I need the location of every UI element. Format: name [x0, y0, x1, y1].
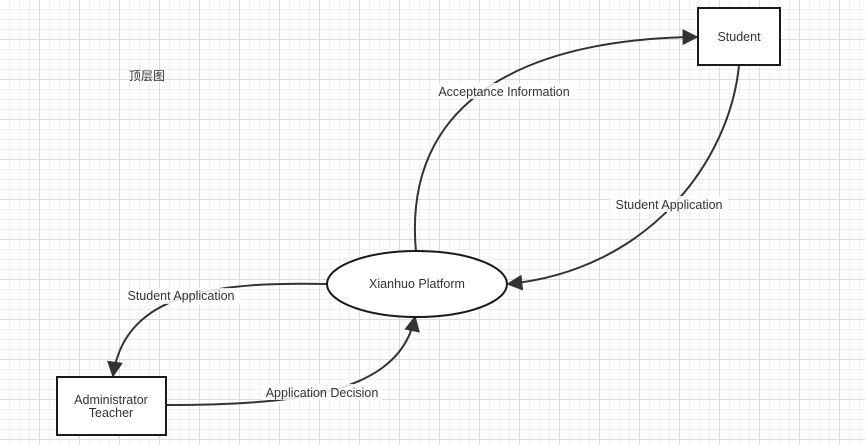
platform-label: Xianhuo Platform — [369, 277, 465, 291]
edge-label-bg — [432, 83, 576, 99]
node-student[interactable]: Student — [697, 7, 781, 66]
platform-ellipse[interactable] — [326, 250, 508, 318]
edge-label-bg — [610, 196, 728, 212]
edge-label-application-decision: Application Decision — [266, 386, 379, 400]
edge-label-bg — [262, 384, 382, 400]
edge-label-student-application-left: Student Application — [127, 289, 234, 303]
student-box[interactable] — [697, 7, 781, 66]
edge-label-bg — [122, 288, 240, 304]
administrator-teacher-box[interactable] — [56, 376, 167, 436]
edge-label-acceptance-information: Acceptance Information — [438, 85, 569, 99]
edge-acceptance-information[interactable] — [413, 29, 699, 253]
edge-label-student-application-right: Student Application — [615, 198, 722, 212]
node-xianhuo-platform[interactable]: Xianhuo Platform — [326, 250, 508, 318]
student-label: Student — [717, 30, 761, 44]
teacher-label: Teacher — [89, 406, 133, 420]
administrator-label: Administrator — [74, 393, 148, 407]
diagram-caption: 顶层图 — [129, 69, 165, 83]
node-administrator-teacher[interactable]: Administrator Teacher — [56, 376, 167, 436]
